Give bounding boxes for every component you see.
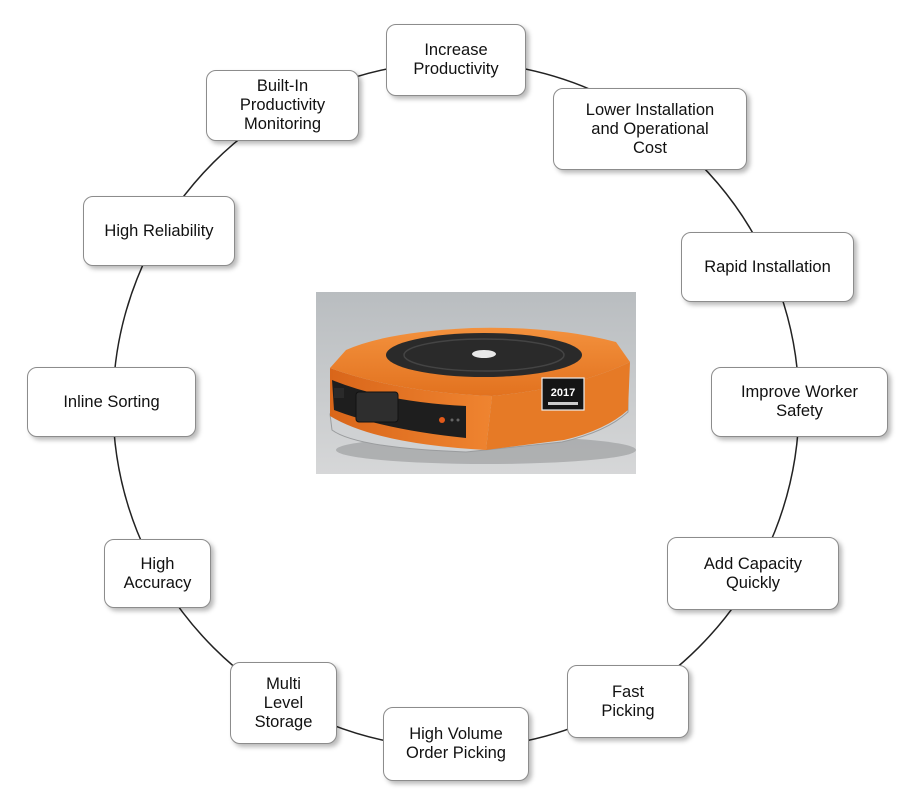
node-rapid-installation: Rapid Installation bbox=[681, 232, 854, 302]
node-label: Multi Level Storage bbox=[254, 674, 313, 731]
node-inline-sorting: Inline Sorting bbox=[27, 367, 196, 437]
robot-sensor-window bbox=[355, 391, 399, 423]
robot-status-dot-1 bbox=[450, 418, 454, 422]
node-built-in-productivity-monitoring: Built-In Productivity Monitoring bbox=[206, 70, 359, 141]
node-label: High Accuracy bbox=[123, 554, 192, 592]
node-increase-productivity: Increase Productivity bbox=[386, 24, 526, 96]
node-label: Inline Sorting bbox=[63, 392, 160, 411]
node-label: Add Capacity Quickly bbox=[703, 554, 803, 592]
node-label: Lower Installation and Operational Cost bbox=[585, 100, 715, 157]
node-label: Fast Picking bbox=[601, 682, 655, 720]
node-high-accuracy: High Accuracy bbox=[104, 539, 211, 608]
robot-turntable-ring bbox=[403, 338, 565, 372]
node-label: Built-In Productivity Monitoring bbox=[239, 77, 326, 133]
node-fast-picking: Fast Picking bbox=[567, 665, 689, 738]
robot-status-light bbox=[439, 417, 445, 423]
robot-id-plate-stripe bbox=[548, 402, 578, 405]
node-label: Rapid Installation bbox=[704, 257, 831, 276]
robot-side-badge bbox=[334, 388, 344, 398]
node-label: Improve Worker Safety bbox=[740, 383, 859, 420]
node-lower-installation-cost: Lower Installation and Operational Cost bbox=[553, 88, 747, 170]
robot-photo: 2017 bbox=[316, 292, 636, 474]
node-multi-level-storage: Multi Level Storage bbox=[230, 662, 337, 744]
node-label: High Volume Order Picking bbox=[406, 725, 506, 762]
node-label: High Reliability bbox=[104, 221, 214, 240]
robot-status-dot-2 bbox=[456, 418, 460, 422]
node-label: Increase Productivity bbox=[413, 41, 499, 78]
robot-id-text: 2017 bbox=[551, 387, 575, 399]
node-add-capacity-quickly: Add Capacity Quickly bbox=[667, 537, 839, 610]
node-improve-worker-safety: Improve Worker Safety bbox=[711, 367, 888, 437]
robot-turntable-hub bbox=[472, 350, 496, 358]
node-high-reliability: High Reliability bbox=[83, 196, 235, 266]
node-high-volume-order-picking: High Volume Order Picking bbox=[383, 707, 529, 781]
